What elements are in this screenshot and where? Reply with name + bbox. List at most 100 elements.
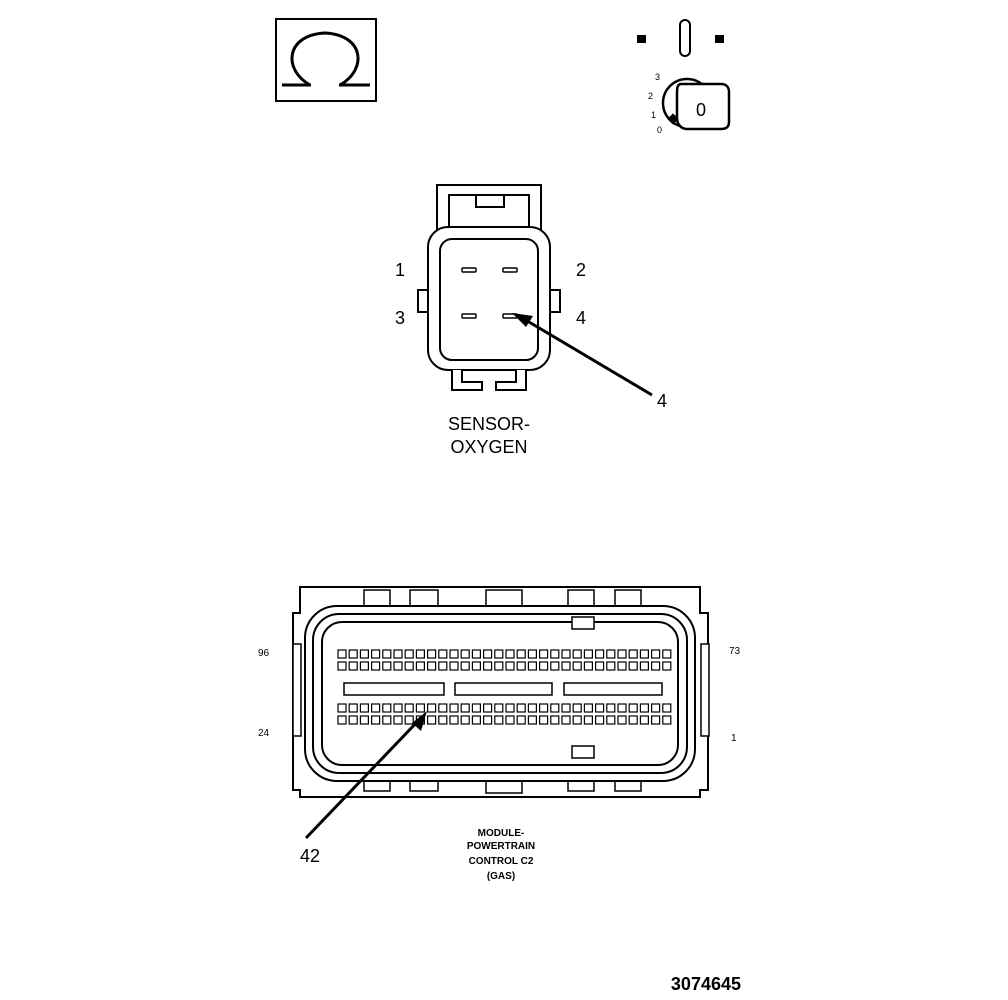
pcm-pin-cavity: [471, 649, 481, 659]
pcm-pin-cavity: [415, 649, 425, 659]
pcm-corner-label-1: 1: [731, 733, 737, 744]
pcm-pin-cavity: [550, 715, 560, 725]
pcm-pin-cavity: [348, 661, 358, 671]
pcm-pin-cavity: [527, 649, 538, 659]
oxygen-pin-3: [461, 313, 477, 319]
ignition-position-0: 0: [657, 125, 662, 135]
pcm-corner-label-96: 96: [258, 648, 270, 659]
pcm-pin-cavity: [371, 703, 381, 713]
pcm-pin-cavity: [639, 661, 650, 671]
pcm-pin-cavity: [662, 703, 672, 713]
ignition-key-label: 0: [696, 100, 706, 120]
pcm-pin-cavity: [628, 661, 638, 671]
pcm-pin-cavity: [617, 715, 627, 725]
pcm-pin-cavity: [561, 661, 571, 671]
pcm-title-line2: POWERTRAIN: [467, 841, 535, 852]
pcm-pin-cavity: [527, 715, 538, 725]
pcm-pin-cavity: [550, 703, 560, 713]
pcm-pin-cavity: [337, 715, 347, 725]
pcm-pin-cavity: [382, 703, 392, 713]
pcm-pin-cavity: [527, 703, 538, 713]
pcm-pin-cavity: [371, 661, 381, 671]
pcm-pin-cavity: [583, 649, 594, 659]
pcm-pin-cavity: [382, 661, 392, 671]
pcm-pin-cavity: [359, 715, 369, 725]
pcm-pin-cavity: [471, 715, 481, 725]
pcm-pin-cavity: [583, 715, 594, 725]
pcm-pin-cavity: [662, 715, 672, 725]
pcm-pin-cavity: [494, 703, 504, 713]
pcm-pin-cavity: [617, 649, 627, 659]
pcm-pin-cavity: [494, 649, 504, 659]
pcm-pin-cavity: [337, 649, 347, 659]
pcm-pin-cavity: [550, 649, 560, 659]
pcm-pin-cavity: [650, 715, 661, 725]
pcm-pin-cavity: [505, 661, 515, 671]
pcm-corner-label-24: 24: [258, 728, 270, 739]
pcm-pin-cavity: [650, 661, 661, 671]
pcm-pin-cavity: [438, 715, 448, 725]
pcm-pin-cavity: [415, 703, 425, 713]
pcm-pin-cavity: [606, 715, 616, 725]
oxygen-sensor-connector: 1 2 3 4 4 SENSOR- OXYGEN: [395, 184, 667, 457]
pcm-pin-cavity: [471, 703, 481, 713]
pcm-pin-cavity: [516, 649, 526, 659]
pcm-pin-cavity: [494, 661, 504, 671]
pcm-pin-cavity: [561, 715, 571, 725]
pcm-pin-cavity: [606, 703, 616, 713]
pcm-pin-cavity: [639, 715, 650, 725]
pcm-pin-cavity: [572, 661, 582, 671]
pcm-pin-cavity: [359, 661, 369, 671]
pcm-pin-cavity: [382, 715, 392, 725]
pcm-pin-cavity: [538, 661, 549, 671]
pin-label-4: 4: [576, 308, 586, 328]
pcm-pin-cavity: [404, 649, 414, 659]
ohmmeter-symbol: [275, 18, 377, 102]
pcm-pin-cavity: [393, 715, 403, 725]
pcm-pin-cavity: [650, 703, 661, 713]
pcm-pin-cavity: [550, 661, 560, 671]
pcm-pin-cavity: [483, 703, 493, 713]
pcm-pin-cavity: [438, 649, 448, 659]
pcm-pin-cavity: [393, 661, 403, 671]
pcm-pin-cavity: [460, 649, 470, 659]
pcm-pin-cavity: [382, 649, 392, 659]
pcm-pin-cavity: [427, 715, 437, 725]
pcm-pin-cavity: [516, 661, 526, 671]
pcm-pin-cavity: [662, 661, 672, 671]
pcm-pin-cavity: [606, 661, 616, 671]
pcm-pin-cavity: [348, 649, 358, 659]
pcm-pin-cavity: [594, 649, 605, 659]
pin-label-3: 3: [395, 308, 405, 328]
ignition-position-2: 2: [648, 91, 653, 101]
pcm-pin-cavity: [527, 661, 538, 671]
pcm-pin-cavity: [594, 703, 605, 713]
pcm-callout-label: 42: [300, 846, 320, 866]
pcm-pin-cavity: [415, 661, 425, 671]
pcm-pin-cavity: [505, 715, 515, 725]
pcm-pin-cavity: [561, 703, 571, 713]
pcm-pin-cavity: [371, 649, 381, 659]
pcm-pin-cavity: [538, 715, 549, 725]
pcm-pin-cavity: [583, 703, 594, 713]
pcm-pin-cavity: [393, 649, 403, 659]
pcm-pin-cavity: [617, 661, 627, 671]
oxygen-callout-label: 4: [657, 391, 667, 411]
pcm-pin-cavity: [438, 703, 448, 713]
pcm-pin-cavity: [628, 649, 638, 659]
pcm-pin-cavity: [359, 649, 369, 659]
pcm-pin-cavity: [505, 649, 515, 659]
pcm-pin-cavity: [449, 703, 459, 713]
pcm-pin-cavity: [650, 649, 661, 659]
pcm-pin-cavity: [337, 661, 347, 671]
pcm-pin-cavity: [359, 703, 369, 713]
pcm-title-line4: (GAS): [487, 871, 515, 882]
ignition-position-3: 3: [655, 72, 660, 82]
pcm-pin-cavity: [337, 703, 347, 713]
pcm-pin-cavity: [572, 703, 582, 713]
pcm-pin-cavity: [639, 649, 650, 659]
pcm-pin-cavity: [594, 661, 605, 671]
pcm-pin-cavity: [449, 661, 459, 671]
pcm-pin-cavity: [662, 649, 672, 659]
